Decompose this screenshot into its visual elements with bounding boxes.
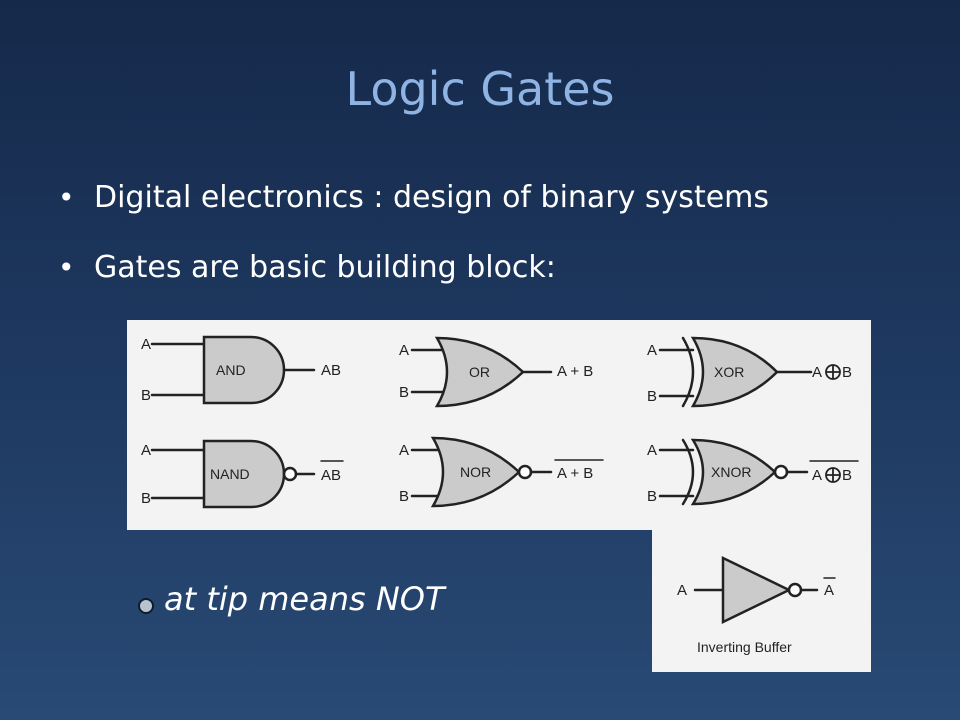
nand-label: NAND [210,466,250,482]
nand-input-b: B [141,490,151,507]
bullet-list: Digital electronics : design of binary s… [58,178,769,318]
not-note: at tip means NOT [164,580,445,618]
xor-gate: A B XOR A B [647,336,852,408]
xor-input-a: A [647,342,657,359]
buffer-not-bubble-icon [787,582,803,598]
nor-input-a: A [399,442,409,459]
buffer-input: A [677,582,687,599]
bullet-item: Gates are basic building block: [58,248,769,288]
or-input-a: A [399,342,409,359]
xnor-input-a: A [647,442,657,459]
xnor-label: XNOR [711,464,751,480]
xnor-circle-plus-icon [825,467,841,483]
xnor-input-b: B [647,488,657,505]
xnor-gate: A B XNOR A B [647,438,859,506]
or-input-b: B [399,384,409,401]
or-output: A + B [557,363,593,380]
nor-output: A + B [557,465,593,482]
and-input-a: A [141,336,151,353]
slide-title: Logic Gates [345,62,615,116]
inverting-buffer: A A Inverting Buffer [677,556,836,655]
and-output: AB [321,362,341,379]
and-label: AND [216,362,246,378]
xnor-output-a: A [812,467,822,484]
xor-input-b: B [647,388,657,405]
or-label: OR [469,364,490,380]
logic-gates-diagram: A B AND AB A B OR A + B A B XOR A B [141,335,859,655]
nand-not-bubble-icon [282,466,298,482]
xnor-output-b: B [842,467,852,484]
xnor-not-bubble-icon [773,464,789,480]
buffer-caption: Inverting Buffer [697,639,792,655]
or-gate: A B OR A + B [399,336,593,408]
xor-output-b: B [842,364,852,381]
buffer-output: A [824,582,834,599]
and-gate: A B AND AB [141,335,341,405]
nor-not-bubble-icon [517,464,533,480]
nor-gate: A B NOR A + B [399,436,604,508]
not-bubble-icon [138,598,154,614]
nor-input-b: B [399,488,409,505]
bullet-item: Digital electronics : design of binary s… [58,178,769,218]
and-input-b: B [141,387,151,404]
xor-output-a: A [812,364,822,381]
nand-gate: A B NAND AB [141,439,344,509]
nand-input-a: A [141,442,151,459]
xor-label: XOR [714,364,744,380]
xor-circle-plus-icon [825,364,841,380]
nand-output: AB [321,467,341,484]
nor-label: NOR [460,464,491,480]
